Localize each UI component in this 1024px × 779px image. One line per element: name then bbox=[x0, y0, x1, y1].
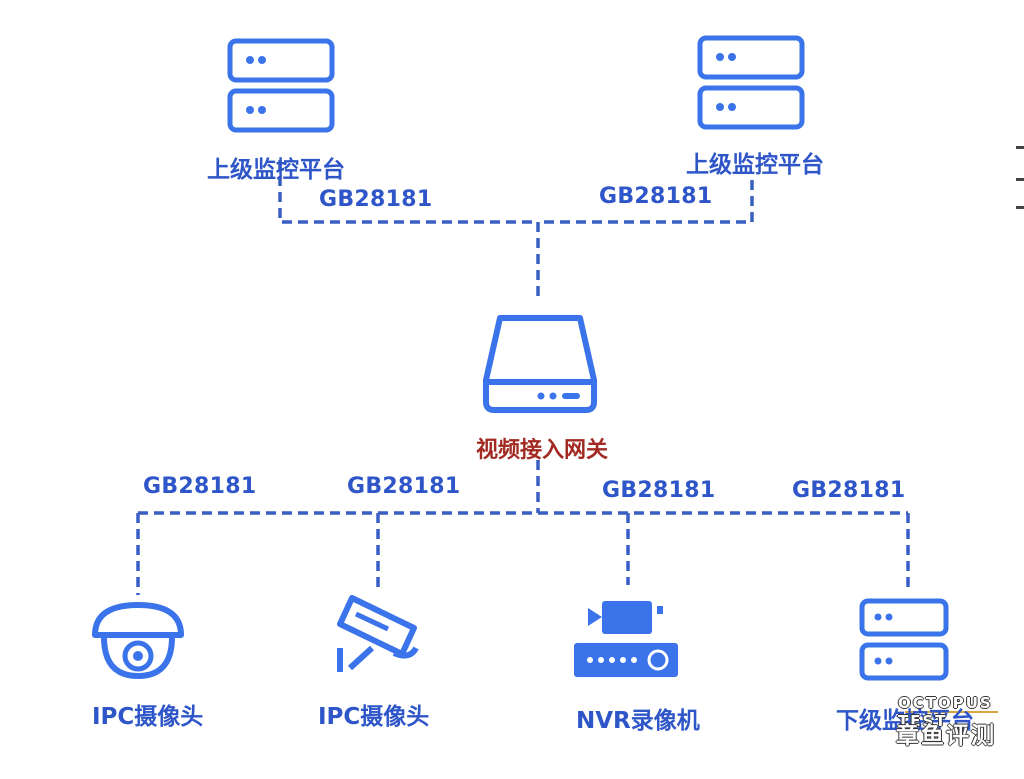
bullet-camera-label: IPC摄像头 bbox=[318, 704, 430, 730]
nvr-label: NVR录像机 bbox=[576, 708, 700, 734]
upper-right-platform-label: 上级监控平台 bbox=[686, 152, 824, 178]
gateway-icon bbox=[483, 315, 597, 413]
protocol-label-upper-right: GB28181 bbox=[599, 184, 713, 209]
watermark-text-en: OCTOPUS TEST bbox=[898, 694, 993, 730]
server-icon bbox=[227, 38, 335, 133]
watermark-text-cn: 章鱼评测 bbox=[896, 723, 996, 749]
dome-camera-label: IPC摄像头 bbox=[92, 704, 204, 730]
link-upper-right bbox=[538, 180, 754, 224]
upper-left-platform-label: 上级监控平台 bbox=[207, 157, 345, 183]
server-icon bbox=[859, 598, 949, 681]
dome-camera-icon bbox=[92, 602, 184, 680]
bullet-camera-icon bbox=[337, 595, 419, 672]
protocol-label-lower-3: GB28181 bbox=[602, 478, 716, 503]
edge-marks bbox=[1016, 146, 1024, 209]
gateway-label: 视频接入网关 bbox=[476, 438, 609, 463]
protocol-label-lower-1: GB28181 bbox=[143, 474, 257, 499]
connection-lines bbox=[136, 160, 910, 595]
protocol-label-lower-2: GB28181 bbox=[347, 474, 461, 499]
link-upper-left bbox=[278, 160, 538, 224]
protocol-label-upper-left: GB28181 bbox=[319, 187, 433, 212]
lower-platform-label: 下级监控平台 bbox=[836, 708, 974, 734]
server-icon bbox=[697, 35, 805, 130]
nvr-icon bbox=[574, 601, 678, 677]
protocol-label-lower-4: GB28181 bbox=[792, 478, 906, 503]
